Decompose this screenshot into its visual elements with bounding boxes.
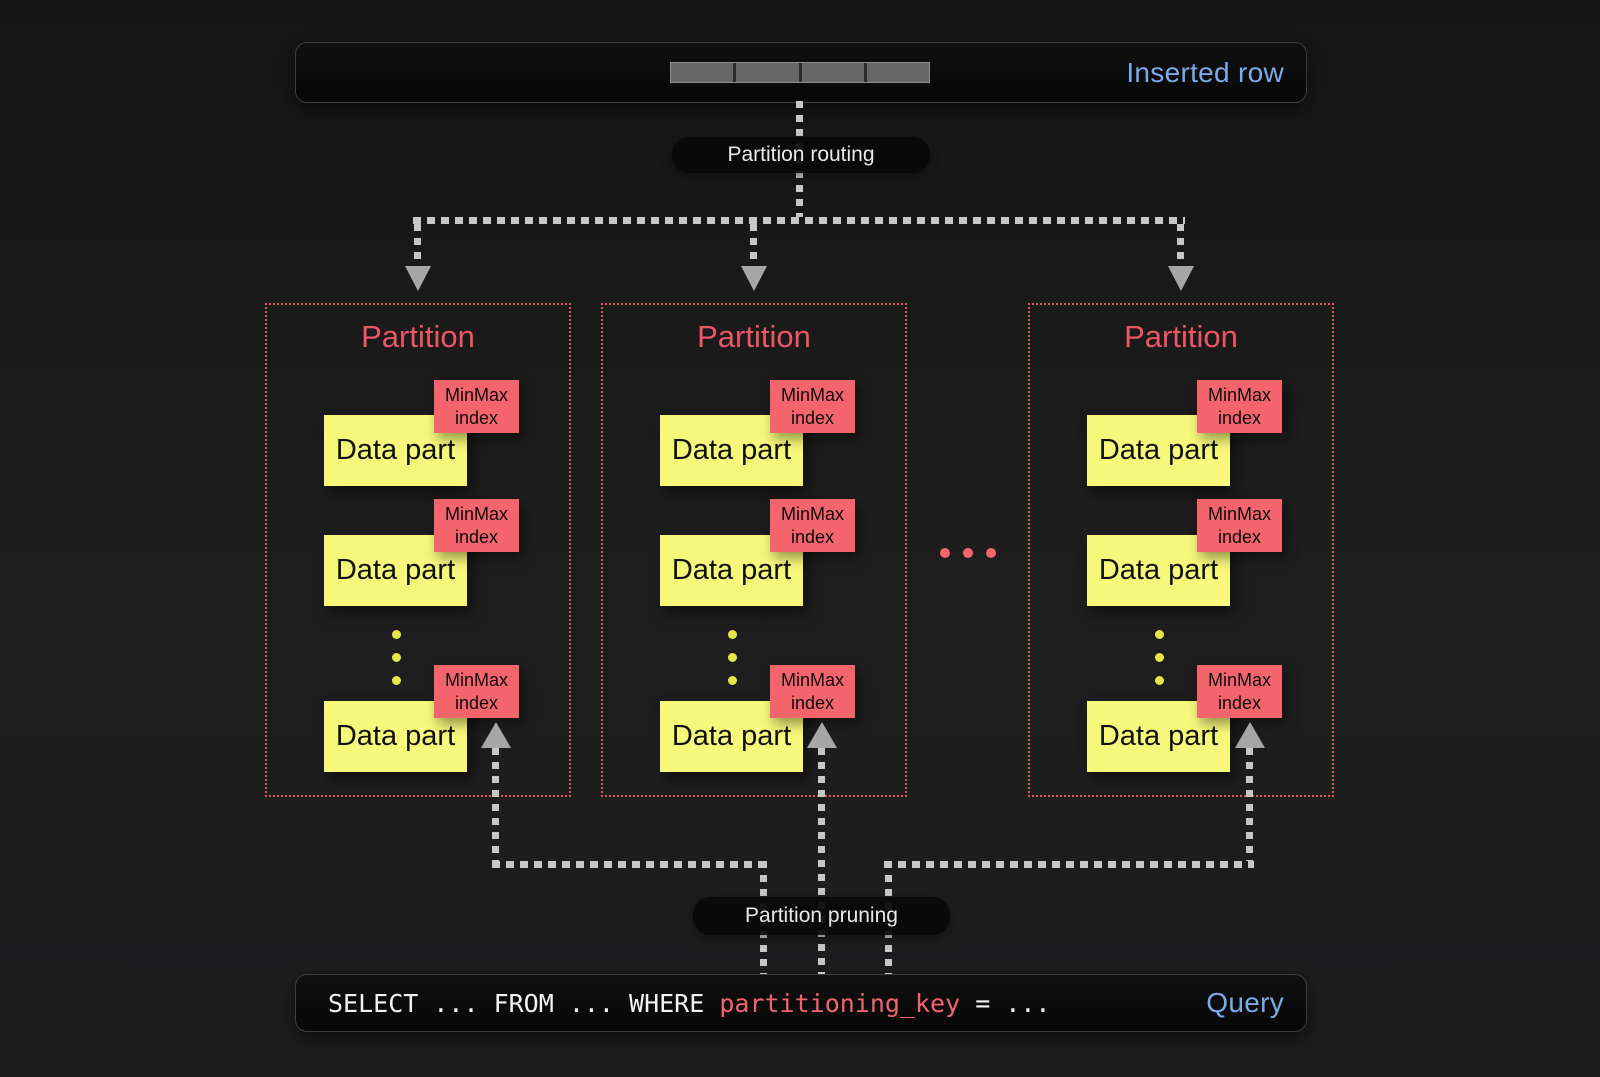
- row-cell: [671, 63, 734, 82]
- minmax-index-label: MinMax index: [780, 384, 844, 428]
- arrow-up-icon: [1235, 722, 1265, 748]
- more-parts-dots-icon: [1155, 630, 1165, 699]
- sql-statement: SELECT ... FROM ... WHERE partitioning_k…: [328, 975, 1050, 1031]
- dashed-connector-line: [1246, 748, 1253, 861]
- partition-box-2: Partition MinMax index Data part MinMax …: [601, 303, 907, 797]
- row-segments-icon: [670, 62, 930, 83]
- minmax-index-tag: MinMax index: [770, 380, 855, 433]
- arrow-down-icon: [405, 266, 431, 291]
- sql-text: SELECT ... FROM ... WHERE: [328, 988, 720, 1018]
- inserted-row-label: Inserted row: [1126, 56, 1284, 88]
- partition-pruning-label: Partition pruning: [693, 897, 950, 935]
- data-part-box: Data part: [324, 701, 467, 772]
- dashed-connector-line: [1177, 224, 1184, 266]
- more-parts-dots-icon: [392, 630, 402, 699]
- dashed-connector-line: [414, 224, 421, 266]
- arrow-up-icon: [807, 722, 837, 748]
- dashed-connector-line: [413, 217, 1185, 224]
- minmax-index-tag: MinMax index: [1197, 380, 1282, 433]
- inserted-row-box: Inserted row: [295, 42, 1307, 103]
- partitioning-key-token: partitioning_key: [719, 988, 961, 1018]
- query-label: Query: [1206, 987, 1284, 1018]
- minmax-index-label: MinMax index: [1207, 669, 1271, 713]
- row-cell: [866, 63, 929, 82]
- minmax-index-label: MinMax index: [780, 669, 844, 713]
- minmax-index-tag: MinMax index: [434, 665, 519, 718]
- query-box: SELECT ... FROM ... WHERE partitioning_k…: [295, 974, 1307, 1032]
- arrow-down-icon: [1168, 266, 1194, 291]
- more-partitions-ellipsis-icon: [940, 548, 996, 558]
- dashed-connector-line: [492, 748, 499, 861]
- minmax-index-label: MinMax index: [1207, 503, 1271, 547]
- dashed-connector-line: [492, 861, 770, 868]
- partition-box-3: Partition MinMax index Data part MinMax …: [1028, 303, 1334, 797]
- minmax-index-label: MinMax index: [444, 669, 508, 713]
- row-cell: [736, 63, 799, 82]
- sql-text: = ...: [960, 988, 1051, 1018]
- minmax-index-label: MinMax index: [780, 503, 844, 547]
- minmax-index-tag: MinMax index: [770, 665, 855, 718]
- minmax-index-tag: MinMax index: [434, 380, 519, 433]
- dashed-connector-line: [884, 861, 1254, 868]
- row-cell: [801, 63, 864, 82]
- minmax-index-tag: MinMax index: [1197, 665, 1282, 718]
- minmax-index-tag: MinMax index: [434, 499, 519, 552]
- partition-title: Partition: [1124, 319, 1238, 354]
- minmax-index-label: MinMax index: [444, 384, 508, 428]
- more-parts-dots-icon: [728, 630, 738, 699]
- minmax-index-tag: MinMax index: [1197, 499, 1282, 552]
- partition-title: Partition: [697, 319, 811, 354]
- minmax-index-label: MinMax index: [1207, 384, 1271, 428]
- minmax-index-label: MinMax index: [444, 503, 508, 547]
- dashed-connector-line: [750, 224, 757, 266]
- partition-routing-label: Partition routing: [672, 137, 930, 173]
- minmax-index-tag: MinMax index: [770, 499, 855, 552]
- arrow-up-icon: [481, 722, 511, 748]
- data-part-box: Data part: [1087, 415, 1230, 486]
- dashed-connector-line: [818, 748, 825, 974]
- partition-box-1: Partition MinMax index Data part MinMax …: [265, 303, 571, 797]
- partition-title: Partition: [361, 319, 475, 354]
- arrow-down-icon: [741, 266, 767, 291]
